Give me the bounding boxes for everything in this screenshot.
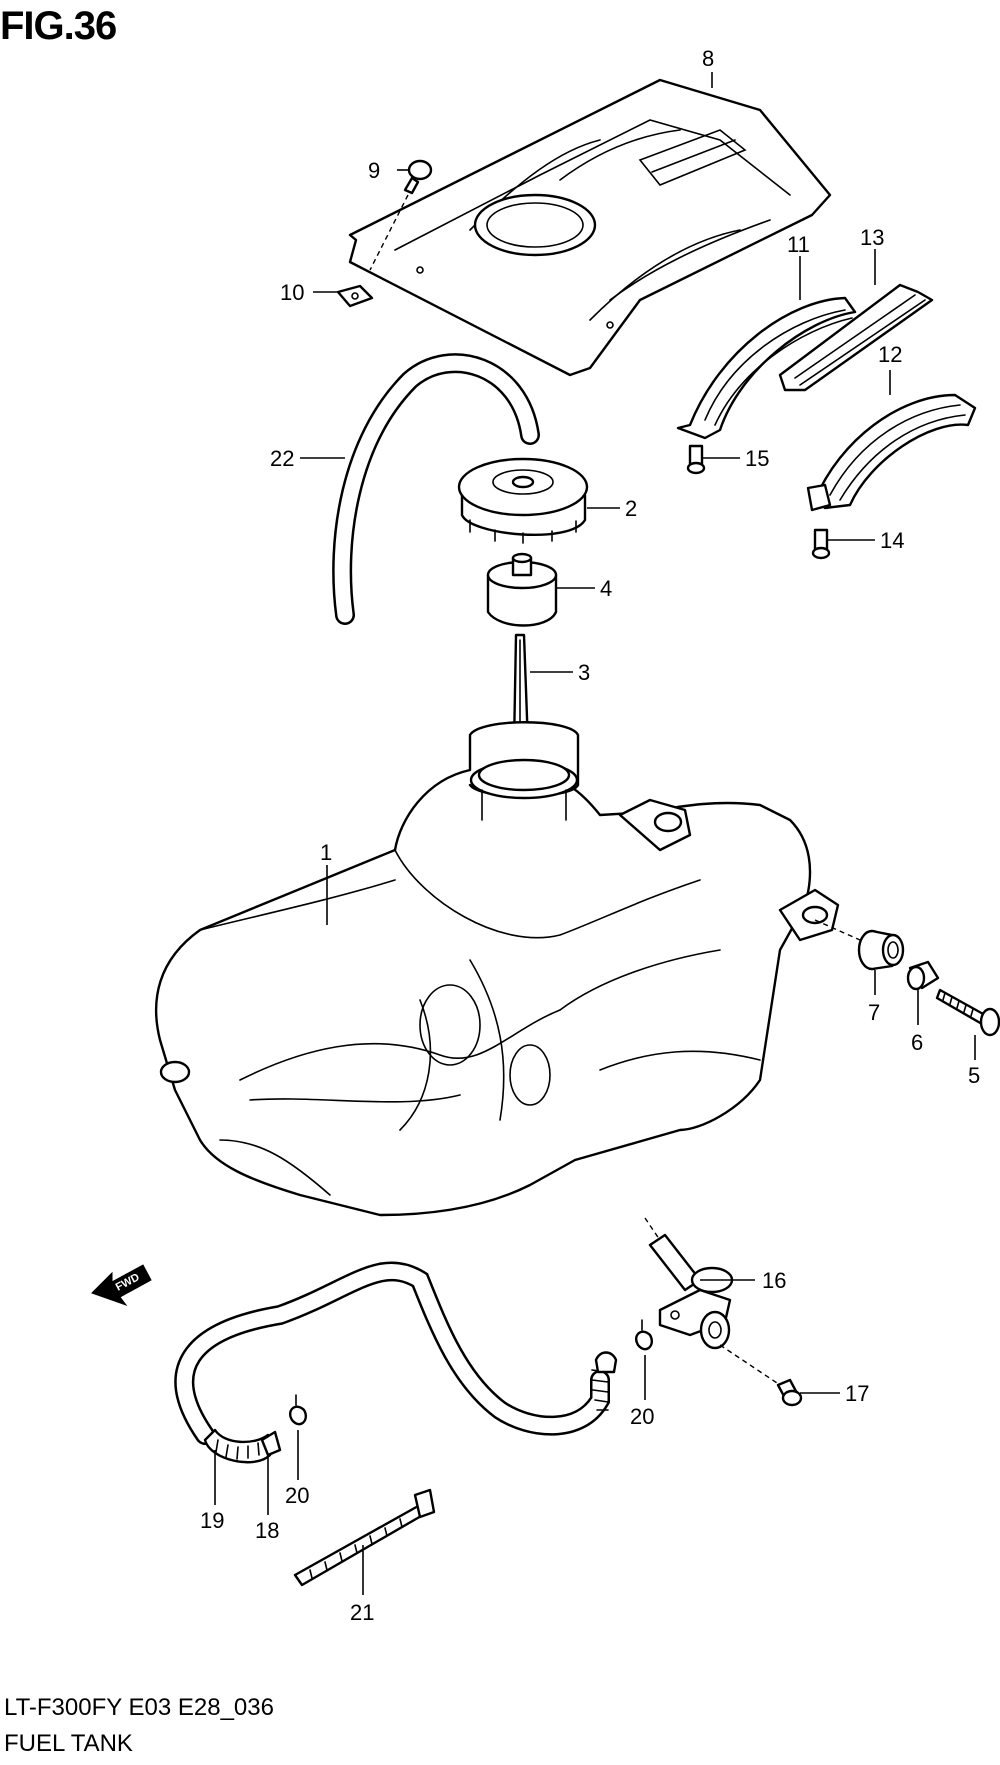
callout-9: 9 [368,158,380,183]
part-fuel-hose [174,1261,618,1445]
callout-18: 18 [255,1518,279,1543]
part-screw-17 [776,1378,803,1407]
part-clip-20a [289,1394,307,1426]
callout-4: 4 [600,576,612,601]
part-bolt-15 [686,444,706,475]
callout-20b: 20 [630,1404,654,1429]
callout-10: 10 [280,280,304,305]
part-nut-10 [336,284,374,308]
callout-3: 3 [578,660,590,685]
part-bracket-12 [806,393,977,512]
part-fuel-valve [644,1217,781,1386]
callout-13: 13 [860,225,884,250]
part-bolt-14 [811,528,831,560]
callout-6: 6 [911,1030,923,1055]
callout-8: 8 [702,46,714,71]
callout-16: 16 [762,1268,786,1293]
callout-21: 21 [350,1600,374,1625]
callout-14: 14 [880,528,904,553]
callout-numbers: 8 9 10 22 2 4 3 1 11 13 12 15 14 7 6 5 1… [200,46,980,1625]
part-spacer-6 [906,960,940,991]
part-cap-gasket [486,552,558,627]
part-cushion-7 [814,919,905,971]
diagram-name: FUEL TANK [4,1730,133,1757]
part-clip-20b [635,1319,653,1351]
part-fuel-tank [154,721,840,1217]
part-bracket-13 [778,283,934,392]
part-cable-tie [293,1488,436,1587]
part-hose-end-18 [203,1428,282,1464]
callout-12: 12 [878,342,902,367]
figure-title: FIG.36 [0,4,117,48]
callout-2: 2 [625,496,637,521]
callout-1: 1 [320,840,332,865]
callout-5: 5 [968,1063,980,1088]
part-fuel-cap [457,457,589,544]
callout-15: 15 [745,446,769,471]
callout-20a: 20 [285,1483,309,1508]
part-bolt-5 [935,988,1000,1037]
part-tank-cover [348,78,832,377]
part-breather-hose [332,353,540,625]
callout-22: 22 [270,446,294,471]
callout-17: 17 [845,1381,869,1406]
callout-7: 7 [868,1000,880,1025]
callout-19: 19 [200,1508,224,1533]
diagram-code: LT-F300FY E03 E28_036 [4,1694,274,1721]
fwd-arrow-icon: FWD [91,1264,152,1307]
callout-11: 11 [787,232,810,257]
leader-lines [214,72,976,1595]
part-bracket-11 [676,296,857,440]
